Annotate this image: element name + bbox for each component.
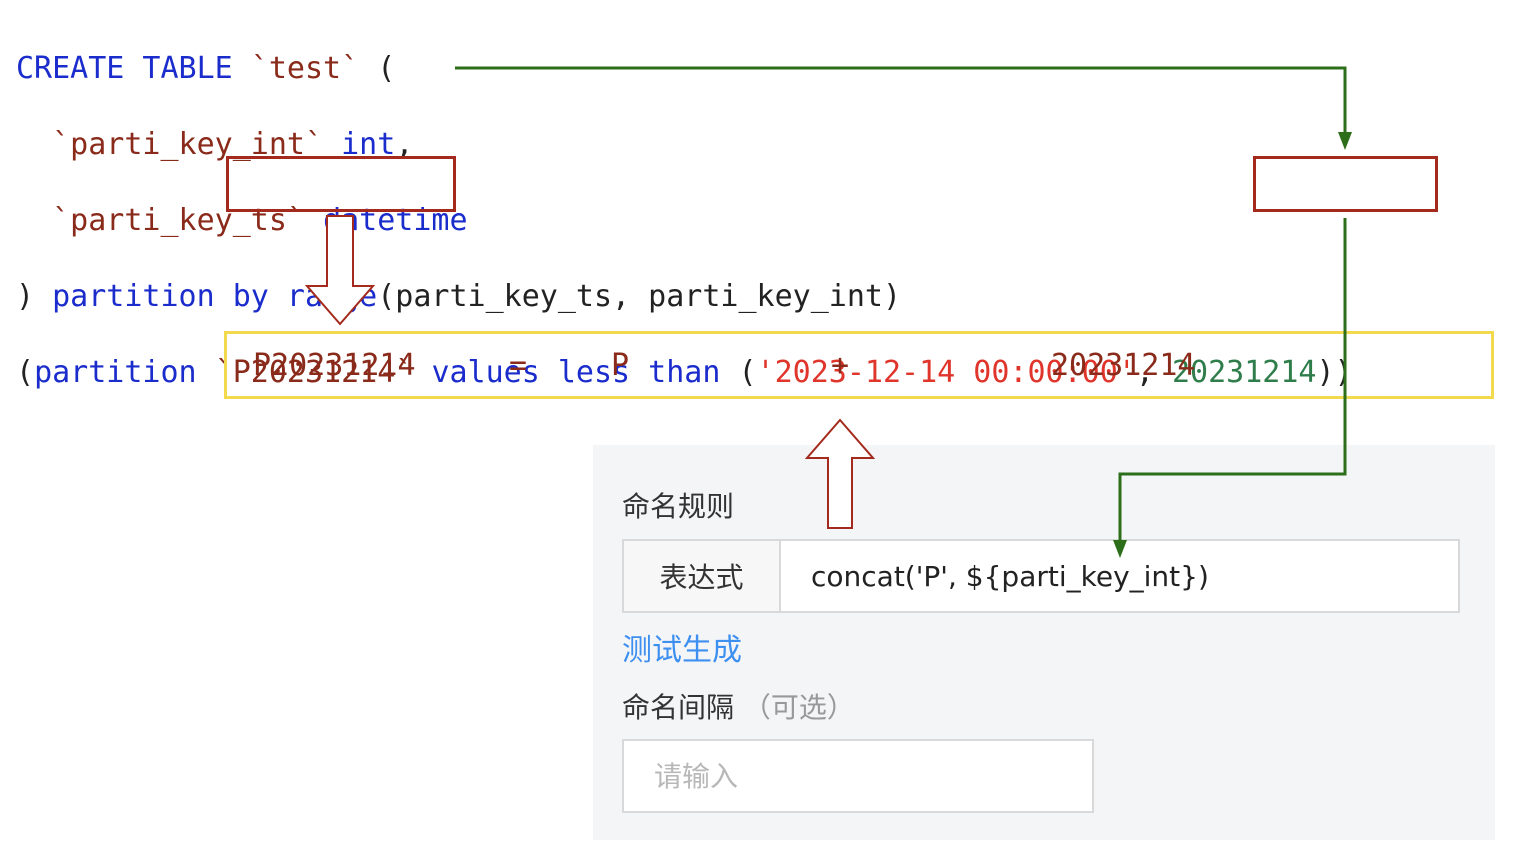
naming-interval-input[interactable] [622, 739, 1094, 813]
formula-plus: + [831, 348, 850, 383]
partition-naming-panel: 命名规则 表达式 concat('P', ${parti_key_int}) 测… [593, 445, 1495, 840]
sql-table-name: `test` [250, 51, 360, 86]
naming-interval-label-row: 命名间隔 （可选） [622, 686, 855, 726]
sql-keyword-partition-by-range: partition by range [52, 279, 378, 314]
sql-values-open-paren: ( [738, 355, 757, 390]
partition-name-highlight-box [226, 156, 456, 212]
test-generate-link[interactable]: 测试生成 [622, 633, 742, 668]
sql-line-3: `parti_key_ts` datetime [16, 202, 1353, 240]
sql-timestamp-literal: '2023-12-14 00:00:00' [756, 355, 1136, 390]
sql-open-paren-5: ( [16, 355, 35, 390]
sql-line-2: `parti_key_int` int, [16, 126, 1353, 164]
formula-box: P20231214 = P + 20231214 [224, 331, 1494, 399]
sql-close-paren: ) [16, 279, 35, 314]
naming-rule-label: 命名规则 [622, 490, 735, 523]
formula-prefix: P [611, 348, 630, 383]
sql-partition-name: `P20231214` [214, 355, 414, 390]
sql-keyword-values-less-than: values less than [431, 355, 721, 390]
formula-value: 20231214 [1051, 348, 1196, 383]
int-literal-highlight-box [1253, 156, 1438, 212]
sql-partition-args: (parti_key_ts, parti_key_int) [377, 279, 902, 314]
naming-interval-optional-hint: （可选） [742, 691, 855, 724]
expression-addon-label: 表达式 [624, 541, 781, 611]
sql-keyword-partition: partition [34, 355, 197, 390]
expression-input[interactable]: concat('P', ${parti_key_int}) [811, 559, 1209, 593]
sql-keyword-create-table: CREATE TABLE [16, 51, 233, 86]
sql-line-1: CREATE TABLE `test` ( [16, 50, 1353, 88]
sql-column-name-ts: `parti_key_ts` [52, 203, 305, 238]
formula-equals: = [509, 348, 528, 383]
expression-input-group: 表达式 concat('P', ${parti_key_int}) [622, 539, 1460, 613]
naming-interval-label: 命名间隔 [622, 691, 735, 724]
sql-open-paren: ( [377, 51, 396, 86]
sql-comma: , [395, 127, 414, 162]
sql-line-4: ) partition by range(parti_key_ts, parti… [16, 278, 1353, 316]
formula-result: P20231214 [253, 348, 416, 383]
